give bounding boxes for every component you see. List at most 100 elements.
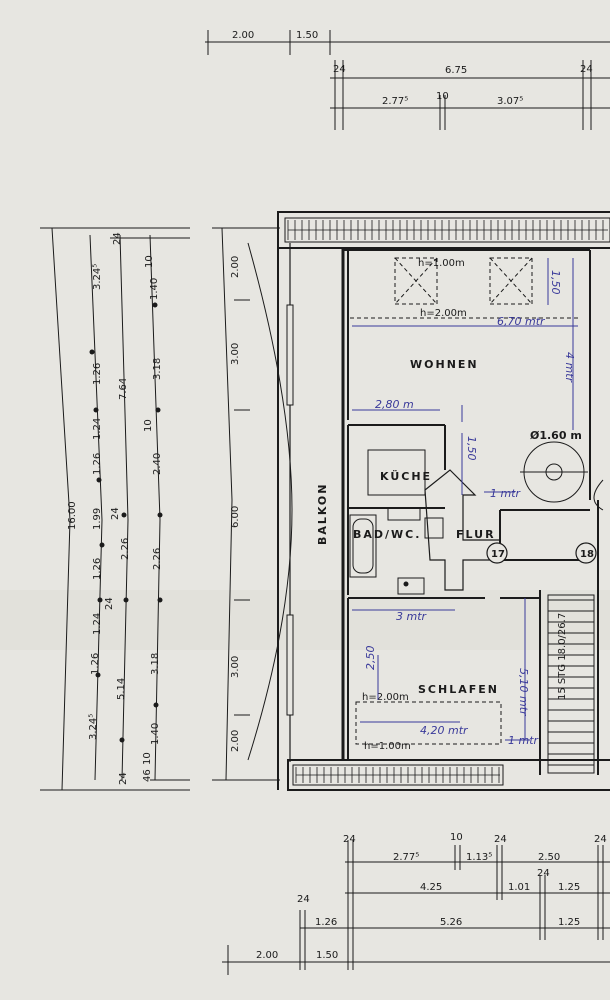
hw-height-150b: 1,50 (549, 270, 562, 295)
left-col3-8: 10 (142, 752, 153, 765)
bottom-dim-8: 1.01 (508, 882, 530, 893)
left-col3-2: 3.18 (152, 358, 163, 380)
note-h200-bottom: h=2.00m (362, 692, 409, 703)
left-col1-6: 1.24 (92, 613, 103, 635)
left-dimension-ticks (89, 302, 163, 743)
left-col3-3: 10 (143, 419, 154, 432)
left-col2-4: 24 (104, 597, 115, 610)
hw-width-280: 2,80 m (375, 398, 414, 411)
left-col2-1: 7.64 (118, 378, 129, 400)
top-dim-7: 10 (436, 91, 449, 102)
balcony-dimension-line (212, 227, 280, 781)
left-col2-0: 24 (112, 232, 123, 245)
balcony-dim-2: 6.00 (230, 506, 241, 528)
left-col3-7: 1.40 (150, 723, 161, 745)
staircase (547, 594, 595, 774)
top-dim-3: 24 (333, 64, 346, 75)
note-h100-bottom: h=1.00m (364, 741, 411, 752)
left-col3-9: 46 (142, 769, 153, 782)
hw-height-150: 1,50 (465, 436, 478, 461)
left-dimension-chain (40, 227, 190, 791)
hw-height-250: 2,50 (364, 646, 377, 671)
bottom-dim-5: 1.13⁵ (466, 852, 492, 863)
bottom-dim-2: 24 (494, 834, 507, 845)
room-label-bad: BAD/WC. (353, 528, 421, 541)
left-col1-1: 1.26 (92, 363, 103, 385)
hw-length-510: 5,10 mtr (517, 668, 530, 717)
top-dim-1: 2.00 (232, 30, 254, 41)
room-number-17-text: 17 (491, 549, 505, 560)
hw-width-420: 4,20 mtr (420, 724, 469, 737)
room-number-18: 18 (575, 542, 597, 564)
bottom-dim-1: 10 (450, 832, 463, 843)
left-col3-4: 2.40 (152, 453, 163, 475)
hw-width-1m-b: 1 mtr (508, 734, 540, 747)
round-table (520, 441, 604, 511)
left-col2-6: 24 (118, 772, 129, 785)
left-col3-1: 1.40 (149, 278, 160, 300)
bottom-dim-10: 1.25 (558, 882, 580, 893)
left-col1-4: 1.99 (92, 508, 103, 530)
room-label-wohnen: WOHNEN (410, 358, 479, 371)
top-dim-2: 1.50 (296, 30, 318, 41)
left-col1-8: 3.24⁵ (88, 714, 99, 740)
wall-hatching-top (287, 220, 608, 240)
bottom-dim-12: 1.26 (315, 917, 337, 928)
hw-diameter-160: Ø1.60 m (530, 429, 582, 442)
left-col3-5: 2.26 (152, 548, 163, 570)
left-col1-0: 3.24⁵ (92, 264, 103, 290)
bottom-dim-6: 2.50 (538, 852, 560, 863)
left-dim-total: 16.00 (67, 501, 78, 530)
handwritten-measure-lines (352, 258, 578, 741)
left-col1-3: 1.26 (92, 453, 103, 475)
room-label-schlafen: SCHLAFEN (418, 683, 499, 696)
left-col1-2: 1.24 (92, 418, 103, 440)
room-label-flur: FLUR (456, 528, 496, 541)
left-col2-2: 24 (110, 507, 121, 520)
bottom-dim-3: 24 (594, 834, 607, 845)
balcony-dim-1: 3.00 (230, 343, 241, 365)
top-dim-4: 6.75 (445, 65, 467, 76)
note-h100-top: h=1.00m (418, 258, 465, 269)
bottom-dim-9: 24 (537, 868, 550, 879)
room-number-18-text: 18 (580, 549, 594, 560)
left-col1-7: 1.26 (90, 653, 101, 675)
left-col2-3: 2.26 (120, 538, 131, 560)
room-label-balkon: BALKON (316, 483, 329, 546)
bottom-dim-16: 1.50 (316, 950, 338, 961)
hw-width-1m: 1 mtr (490, 487, 522, 500)
bottom-dim-15: 2.00 (256, 950, 278, 961)
left-col1-5: 1.26 (92, 558, 103, 580)
balcony-dim-3: 3.00 (230, 656, 241, 678)
hw-width-670: 6,70 mtr (497, 315, 546, 328)
left-col2-5: 5.14 (116, 678, 127, 700)
room-number-17: 17 (486, 542, 508, 564)
bottom-dim-13: 5.26 (440, 917, 462, 928)
bottom-dim-11: 24 (297, 894, 310, 905)
top-dim-6: 2.77⁵ (382, 96, 408, 107)
hw-width-3m: 3 mtr (396, 610, 428, 623)
bottom-dim-4: 2.77⁵ (393, 852, 419, 863)
stair-label: 15 STG 18.0/26.7 (557, 613, 568, 700)
balcony-dim-0: 2.00 (230, 256, 241, 278)
hw-4m: 4 mtr (563, 352, 576, 384)
top-dimension-chain (205, 30, 610, 130)
note-h200-top: h=2.00m (420, 308, 467, 319)
balcony (247, 242, 294, 762)
skylight-windows (350, 257, 580, 745)
wall-hatching-bottom (295, 767, 500, 783)
bottom-dimension-chain (222, 840, 610, 975)
bathroom-fixtures (349, 514, 444, 595)
top-dim-5: 24 (580, 64, 593, 75)
bottom-dim-0: 24 (343, 834, 356, 845)
left-col3-6: 3.18 (150, 653, 161, 675)
bottom-dim-7: 4.25 (420, 882, 442, 893)
balcony-dim-4: 2.00 (230, 730, 241, 752)
top-dim-8: 3.07⁵ (497, 96, 523, 107)
left-col3-0: 10 (144, 255, 155, 268)
room-label-kueche: KÜCHE (380, 469, 432, 483)
bottom-dim-14: 1.25 (558, 917, 580, 928)
exterior-walls (277, 211, 610, 791)
